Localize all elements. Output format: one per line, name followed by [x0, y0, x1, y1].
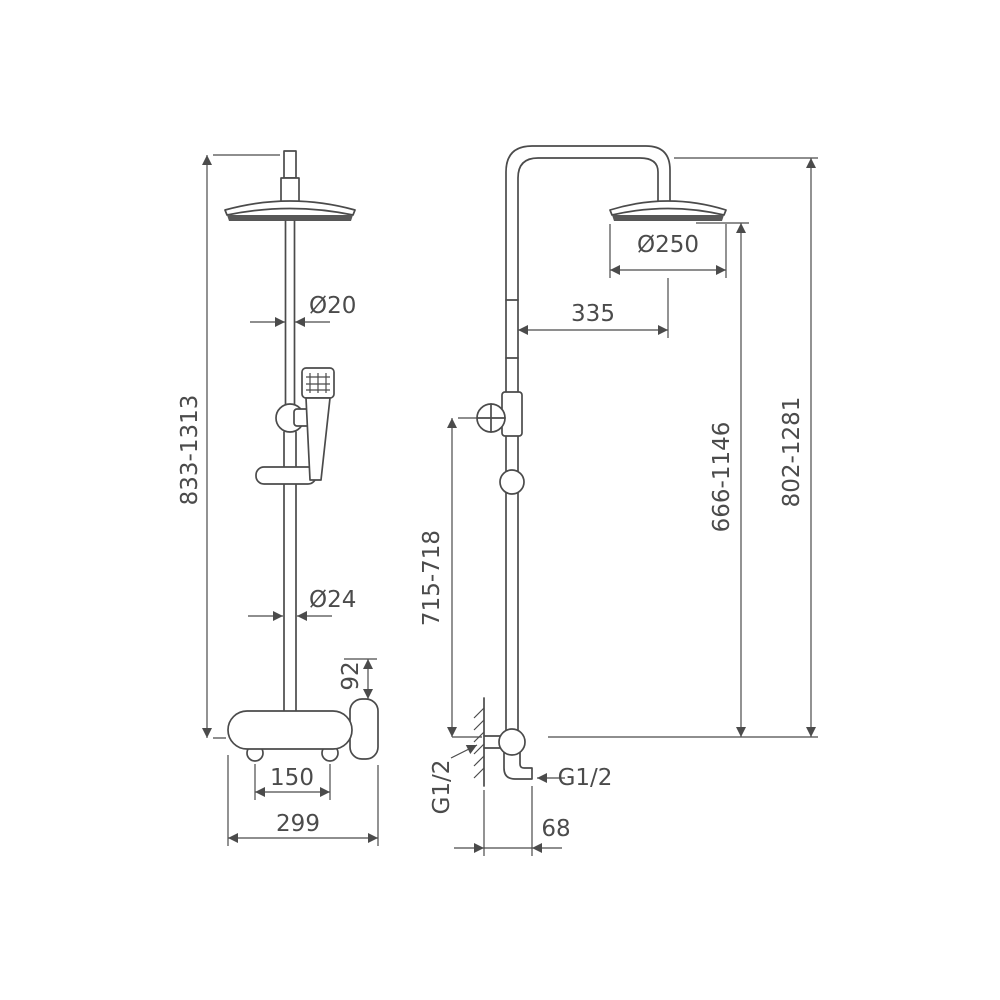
front-connection-spacing-label: 150	[270, 765, 314, 791]
front-mixer-width-label: 299	[276, 811, 320, 837]
side-supply-stub	[483, 735, 501, 749]
side-pipe-joints	[505, 299, 519, 359]
front-head-spray-face	[227, 215, 353, 221]
front-handshower-face-grid	[306, 373, 330, 393]
side-slider-connector	[499, 469, 525, 495]
side-view: Ø250 335 715-718 666-1146 802-1281 G1/2 …	[419, 145, 818, 856]
side-offset68-extensions	[483, 786, 533, 856]
side-outlet-thread-label: G1/2	[558, 765, 613, 791]
front-shower-head	[224, 200, 356, 216]
side-supply-connector	[498, 728, 526, 756]
front-column-outline	[224, 150, 379, 762]
front-handle-offset-label: 92	[338, 661, 364, 690]
side-wall-offset-label: 68	[541, 816, 570, 842]
front-upper-pipe-diameter-label: Ø20	[309, 293, 356, 319]
front-lower-pipe-diameter-label: Ø24	[309, 587, 356, 613]
front-riser-pipe-upper	[284, 220, 296, 405]
side-diverter-cross	[476, 403, 506, 433]
side-shower-head	[609, 200, 727, 216]
front-view: 833-1313 Ø20 Ø24 92 150 299	[177, 150, 379, 846]
front-overall-height-label: 833-1313	[177, 395, 203, 506]
side-head-reach-label: 335	[571, 301, 615, 327]
front-handshower-handle	[305, 397, 331, 481]
side-diverter-height-extensions	[452, 417, 482, 738]
front-top-stub	[283, 150, 297, 179]
front-width299-extensions	[227, 755, 379, 846]
front-dimension-labels: 833-1313 Ø20 Ø24 92 150 299	[177, 293, 364, 837]
side-dimension-lines	[447, 157, 818, 856]
front-overall-height-extensions	[213, 154, 280, 739]
side-head-diameter-label: Ø250	[637, 232, 699, 258]
side-head-spray-face	[612, 215, 724, 221]
side-overall-height-range-label: 802-1281	[779, 397, 805, 508]
side-wall-hatch	[473, 707, 485, 779]
side-diverter-height-label: 715-718	[419, 530, 445, 626]
side-supply-thread-label: G1/2	[429, 760, 455, 815]
front-holder-bar	[255, 466, 317, 485]
side-outlet-elbow	[503, 751, 533, 780]
side-riser-and-arm	[505, 145, 671, 732]
front-dimension-lines	[202, 154, 379, 846]
side-supply-thread-leader	[450, 744, 478, 759]
front-top-collar	[280, 177, 300, 203]
side-head-height-range-label: 666-1146	[709, 422, 735, 533]
side-dimension-labels: Ø250 335 715-718 666-1146 802-1281 G1/2 …	[419, 232, 805, 842]
front-mixer-handle	[349, 698, 379, 760]
side-column-outline	[473, 145, 727, 787]
front-mixer-body	[227, 710, 353, 750]
